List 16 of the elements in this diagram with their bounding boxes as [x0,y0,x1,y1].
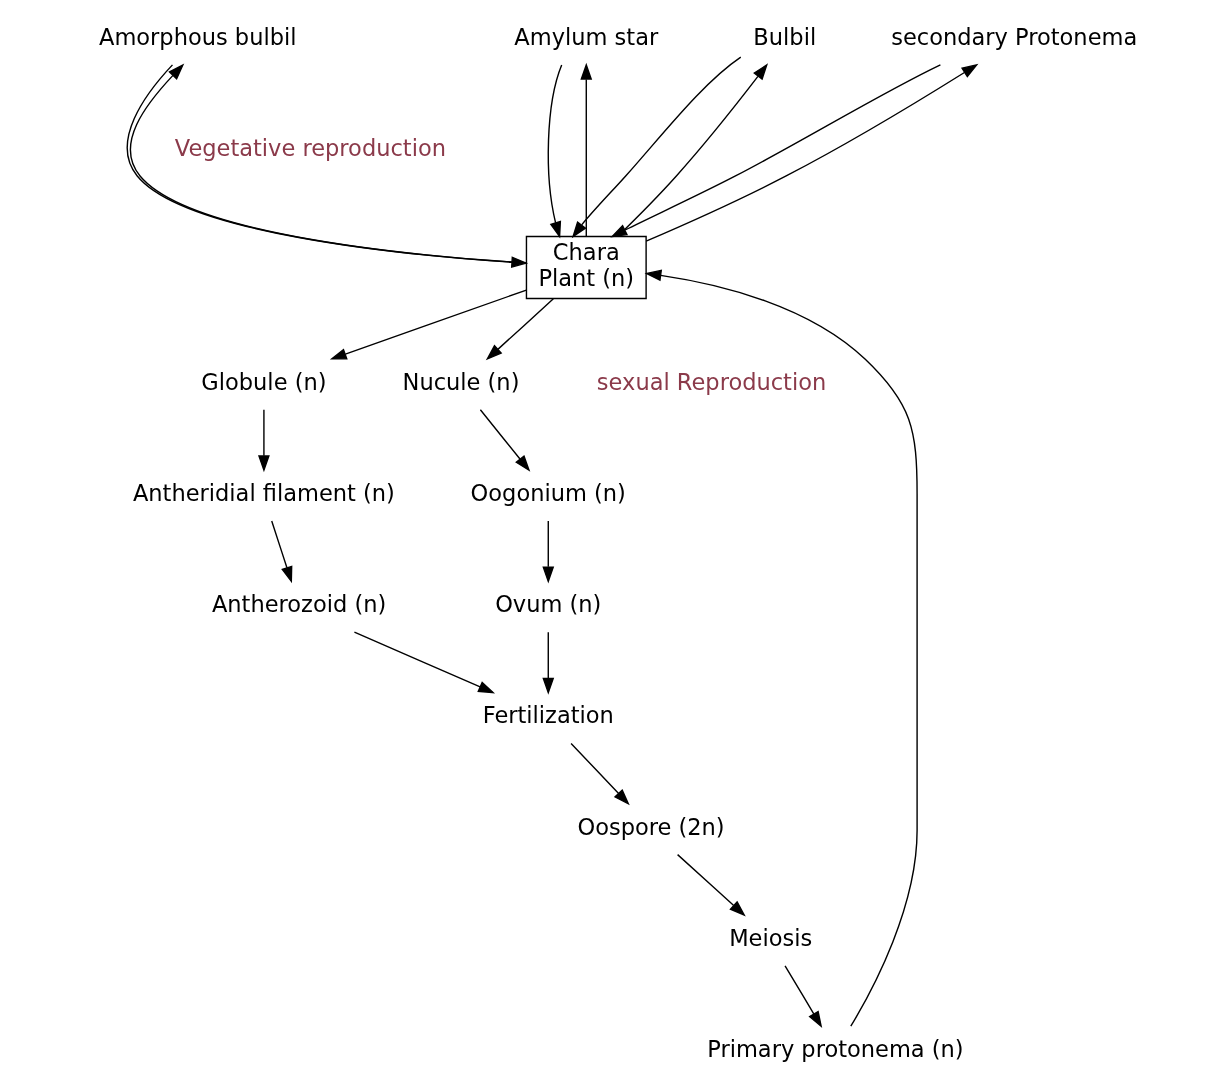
node-text: Oospore (2n) [576,813,725,840]
node-text: Globule (n) [200,368,326,395]
node-text: Primary protonema (n) [706,1035,964,1062]
node-text: Amylum star [513,23,658,50]
node-text: Antherozoid (n) [211,591,386,618]
node-text: secondary Protonema [890,23,1137,50]
node-text: Ovum (n) [494,591,601,618]
node-text: Oogonium (n) [470,479,626,506]
node-text: Fertilization [482,702,614,729]
label: Vegetative reproduction [174,134,446,161]
node-text: Amorphous bulbil [98,23,296,50]
node-text: Nucule (n) [402,368,519,395]
node-text: Meiosis [728,924,812,951]
node-text: Bulbil [752,23,816,50]
node-text: Antheridial filament (n) [132,479,395,506]
label: sexual Reproduction [596,368,826,395]
